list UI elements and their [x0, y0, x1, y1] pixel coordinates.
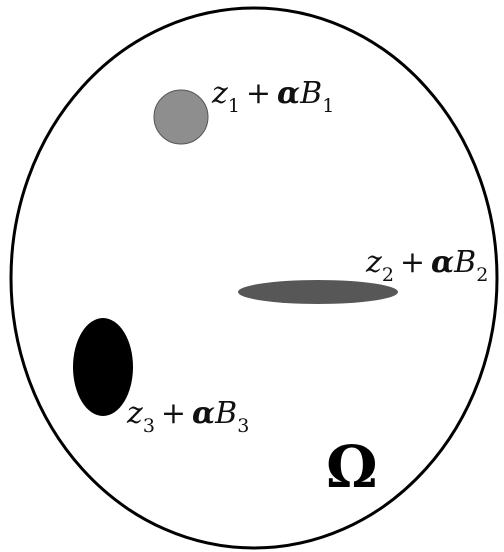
inclusion-3-shape: B — [214, 396, 237, 431]
inclusion-2-center: z — [365, 245, 382, 280]
inclusion-3-center: z — [126, 396, 143, 431]
inclusion-3-operator: + — [161, 396, 186, 431]
inclusion-1-shape: B — [299, 76, 322, 111]
inclusion-2-label: z2+αB2 — [365, 245, 488, 286]
inclusion-1-disk — [153, 89, 209, 145]
domain-boundary — [9, 6, 499, 550]
inclusion-3-ellipse — [73, 318, 133, 416]
inclusion-2-shape-subscript: 2 — [476, 264, 488, 286]
inclusion-3-scale: α — [192, 396, 215, 431]
inclusion-1-operator: + — [246, 76, 271, 111]
inclusion-3-label: z3+αB3 — [126, 396, 249, 437]
inclusion-2-center-subscript: 2 — [382, 264, 394, 286]
inclusion-3-center-subscript: 3 — [143, 415, 155, 437]
inclusion-2-scale: α — [431, 245, 454, 280]
inclusion-2-ellipse — [238, 280, 398, 304]
inclusion-2-shape: B — [453, 245, 476, 280]
inclusion-1-label: z1+αB1 — [211, 76, 334, 117]
inclusion-1-center: z — [211, 76, 228, 111]
inclusion-1-shape-subscript: 1 — [322, 95, 334, 117]
inclusion-1-center-subscript: 1 — [228, 95, 240, 117]
inclusion-3-shape-subscript: 3 — [237, 415, 249, 437]
inclusion-2-operator: + — [400, 245, 425, 280]
domain-label: Ω — [326, 433, 378, 501]
inclusion-1-scale: α — [277, 76, 300, 111]
